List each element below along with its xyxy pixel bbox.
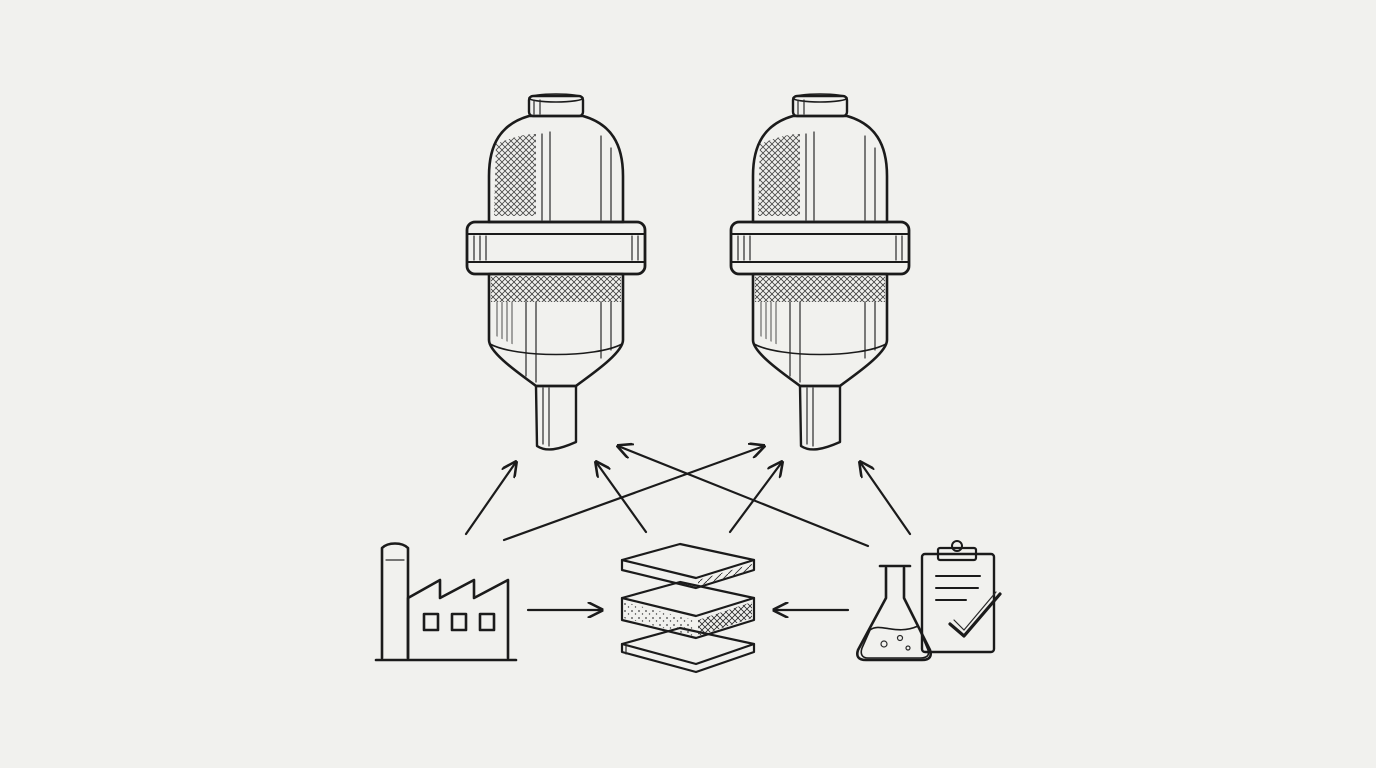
lab-flask-clipboard-icon: [855, 540, 1002, 662]
arrow-lab-to-left-cartridge: [618, 446, 870, 548]
arrow-material-to-right-cartridge: [728, 462, 782, 534]
arrow-factory-to-left-cartridge: [464, 462, 516, 536]
arrow-lab-to-right-cartridge: [860, 462, 912, 536]
factory-icon: [374, 542, 518, 662]
arrow-factory-to-right-cartridge: [502, 446, 764, 542]
layered-material-icon: [620, 542, 756, 674]
edges: [464, 446, 912, 610]
arrow-material-to-left-cartridge: [596, 462, 648, 534]
